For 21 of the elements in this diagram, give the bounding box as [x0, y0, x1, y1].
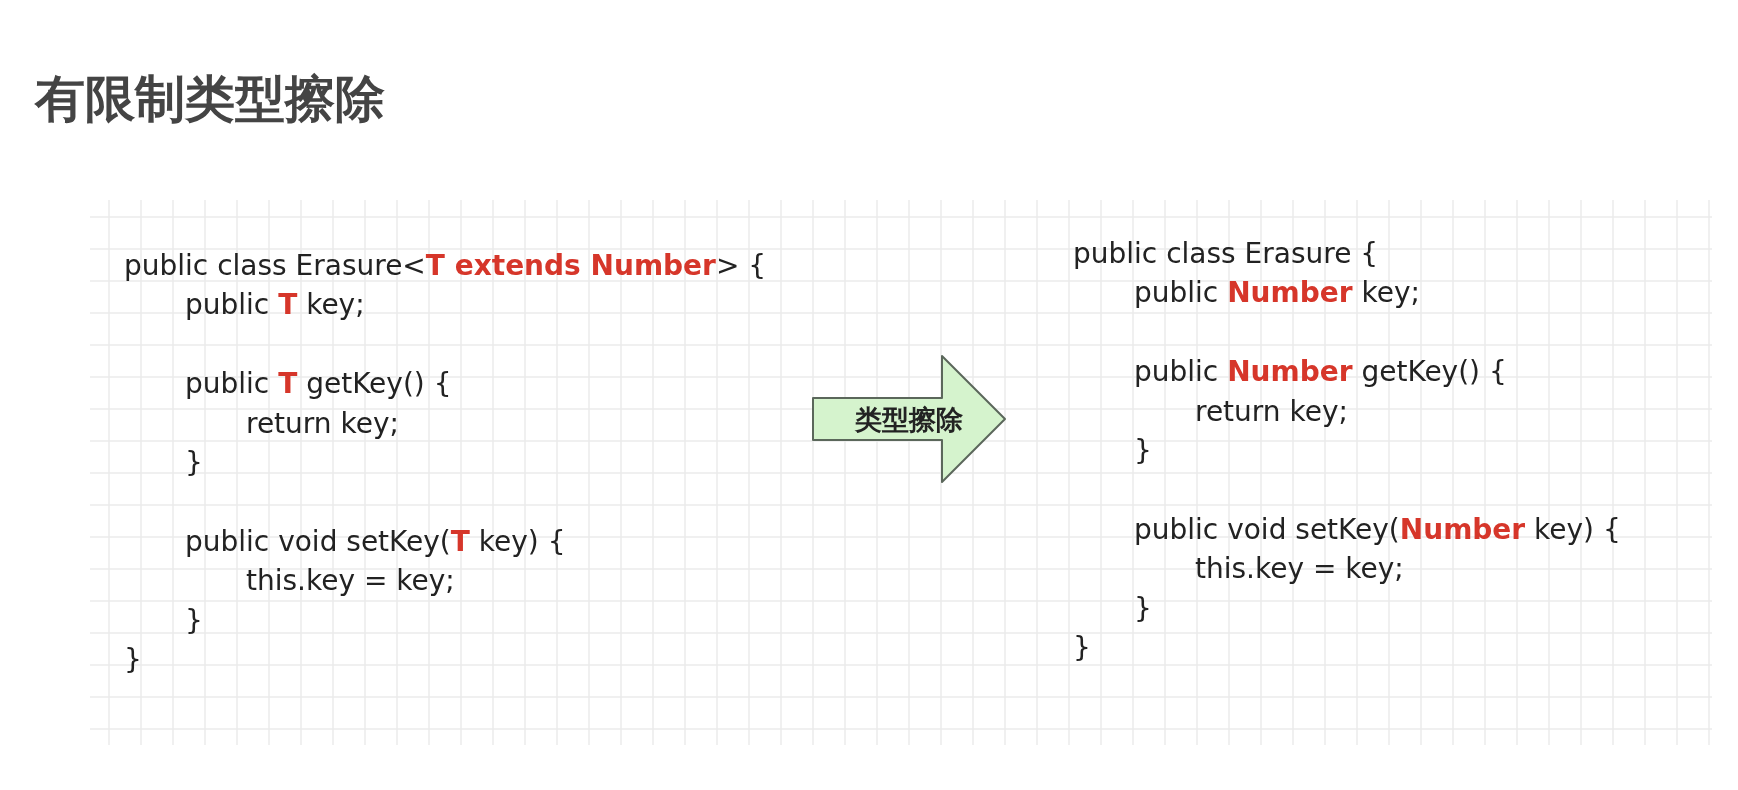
code-line: }: [1134, 590, 1152, 627]
code-line: }: [124, 642, 142, 678]
code-line: }: [1073, 630, 1091, 666]
code-line: public Number getKey() {: [1134, 354, 1507, 391]
edge-label: 类型擦除: [855, 405, 963, 435]
code-line: public void setKey(Number key) {: [1134, 511, 1621, 548]
code-line: }: [185, 602, 203, 639]
block-arrow: [812, 355, 1006, 483]
code-line: public void setKey(T key) {: [185, 523, 566, 560]
code-line: }: [1134, 433, 1152, 469]
code-line: public Number key;: [1134, 275, 1420, 312]
code-line: return key;: [246, 405, 399, 442]
code-line: public T key;: [185, 287, 365, 324]
code-line: public class Erasure {: [1073, 236, 1379, 272]
code-line: public class Erasure<T extends Number> {: [124, 248, 767, 284]
code-line: }: [185, 445, 203, 481]
code-line: this.key = key;: [1195, 551, 1404, 588]
title: 有限制类型擦除: [35, 72, 385, 126]
code-line: public T getKey() {: [185, 366, 452, 403]
code-line: return key;: [1195, 393, 1348, 430]
code-line: this.key = key;: [246, 563, 455, 600]
